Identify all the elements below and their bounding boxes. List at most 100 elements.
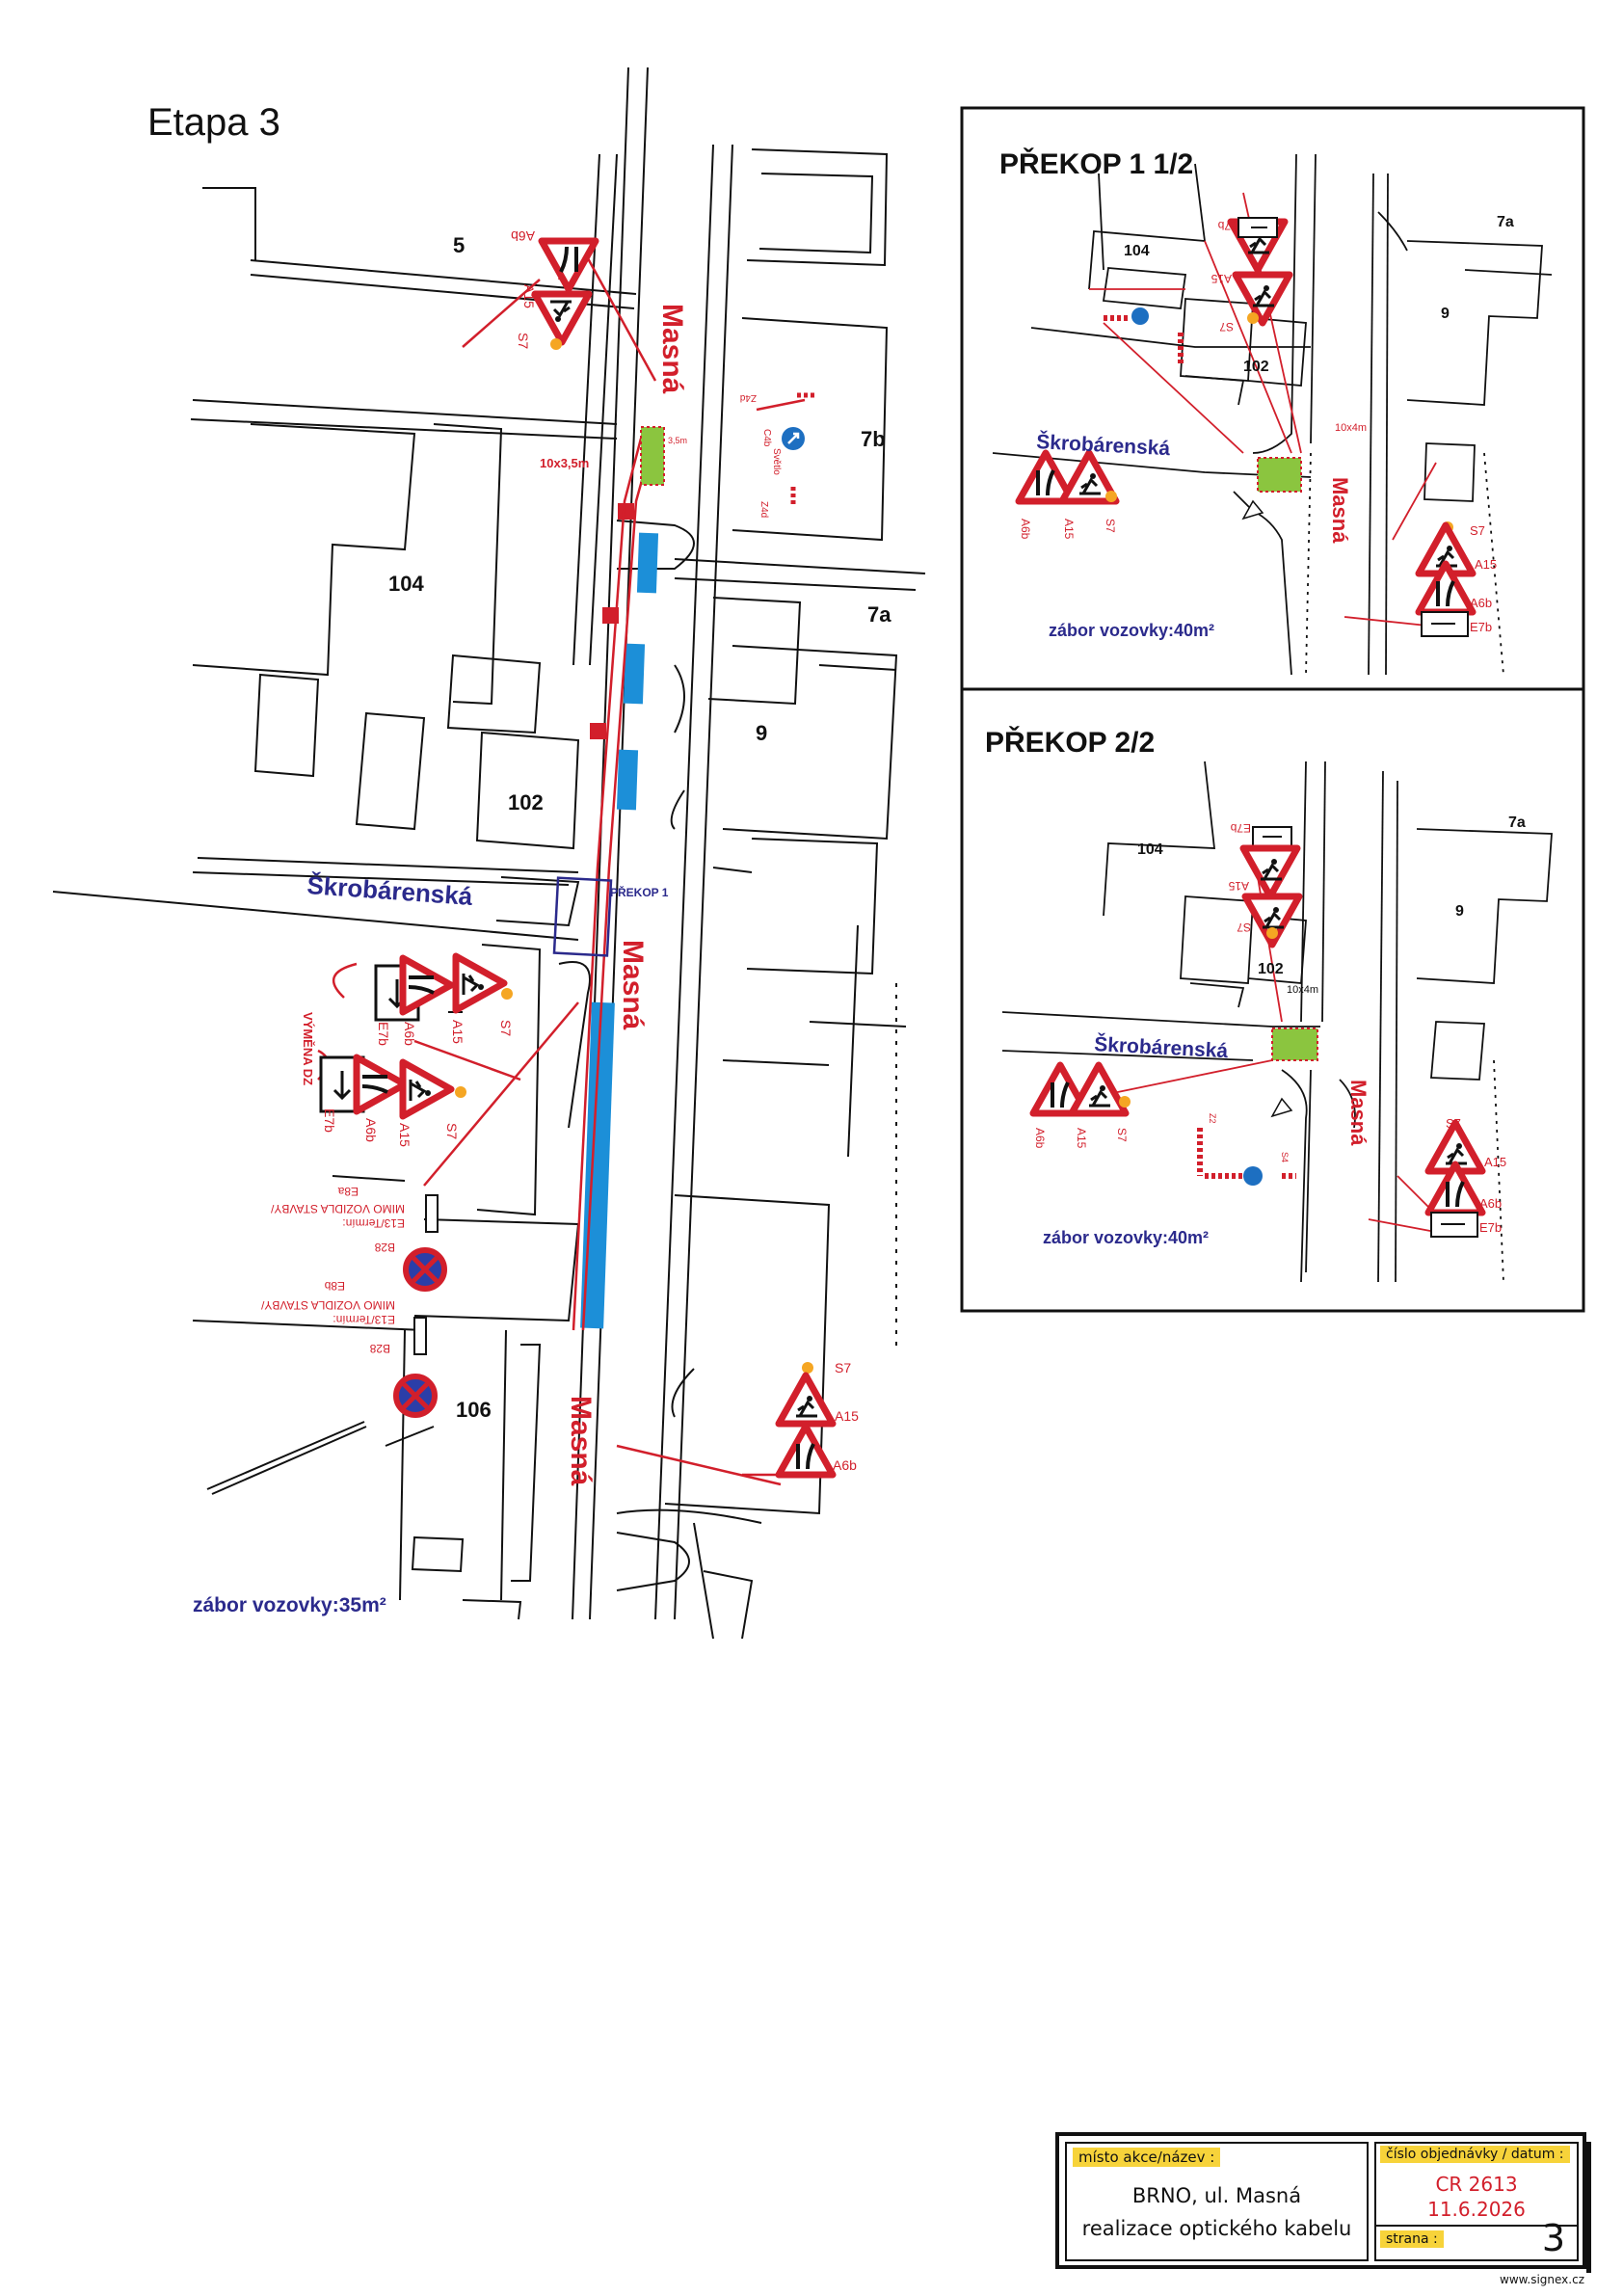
a15-sign-2	[403, 1062, 451, 1116]
sign-label-a15-1: A15	[450, 1020, 466, 1044]
inset2-building-104: 104	[1137, 841, 1163, 858]
building-5: 5	[453, 233, 465, 257]
sign-group-bottom	[779, 1362, 833, 1475]
base-map-lines	[52, 67, 926, 1640]
e13-text-2a: MIMO VOZIDLA STAVBY/	[260, 1298, 395, 1312]
street-masna-top: Masná	[656, 304, 688, 394]
sign-label-b28-1: B28	[374, 1241, 395, 1254]
inset1-label-e7b-r: E7b	[1470, 620, 1492, 634]
prekop1-box[interactable]	[552, 876, 613, 957]
inset2-label-s7-r: S7	[1446, 1116, 1461, 1131]
inset1-label-a15: A15	[1062, 519, 1076, 540]
sign-label-s7-top: S7	[516, 333, 531, 349]
sign-label-a6b-1: A6b	[402, 1022, 417, 1046]
a6b-sign-top	[542, 241, 596, 289]
street-skrobarenska: Škrobárenská	[306, 870, 474, 911]
place-label: místo akce/název :	[1073, 2148, 1221, 2167]
barriers	[590, 503, 634, 739]
sign-label-s7-1: S7	[498, 1020, 514, 1036]
c4b-sign	[782, 392, 814, 506]
s7-beacon-2	[455, 1086, 466, 1098]
inset2-occupation: zábor vozovky:40m²	[1043, 1228, 1209, 1247]
sign-label-b28-2: B28	[369, 1342, 390, 1355]
title-block: místo akce/název : BRNO, ul. Masná reali…	[1055, 2132, 1591, 2286]
inset2-street-masna: Masná	[1346, 1080, 1370, 1146]
inset2-building-7a: 7a	[1508, 814, 1526, 831]
sign-label-a15-2: A15	[397, 1123, 412, 1147]
sign-label-a6b-2: A6b	[363, 1118, 379, 1142]
inset1-label-s7: S7	[1104, 519, 1117, 533]
sign-group-top	[535, 241, 596, 350]
sign-label-svetlo: Světlo	[771, 448, 782, 475]
inset2-building-102: 102	[1258, 961, 1284, 977]
inset2-label-a15-r: A15	[1484, 1155, 1506, 1169]
page-label: strana :	[1380, 2230, 1444, 2248]
e8b-plate	[413, 1317, 427, 1355]
sign-label-e8a: E8a	[337, 1185, 359, 1198]
inset1-street-masna: Masná	[1328, 477, 1352, 544]
inset1-label-a15-r: A15	[1475, 557, 1497, 572]
prekop1-label: PŘEKOP 1	[610, 885, 669, 899]
inset1-occupation: zábor vozovky:40m²	[1049, 621, 1214, 640]
inset2-label-s7: S7	[1115, 1128, 1129, 1142]
a15-sign-top	[535, 294, 589, 342]
inset1-building-104: 104	[1124, 243, 1150, 259]
sign-label-a6b-top: A6b	[511, 228, 535, 244]
inset2-label-e7b-top: E7b	[1230, 821, 1251, 835]
sign-label-c4b: C4b	[761, 429, 772, 447]
inset2-dim: 10x4m	[1287, 984, 1318, 996]
building-106: 106	[456, 1398, 492, 1422]
a15-sign-bottom	[779, 1375, 833, 1424]
a15-sign-1	[456, 956, 504, 1010]
sign-label-e7b-2: E7b	[322, 1108, 337, 1133]
dim-small: 3,5m	[668, 436, 687, 445]
e13-text-2b: E13/Termín:	[333, 1313, 395, 1326]
inset2-label-a6b: A6b	[1033, 1128, 1047, 1149]
e7b-sign-2	[319, 1055, 365, 1113]
inset1-building-7a: 7a	[1497, 214, 1514, 230]
place-line2: realizace optického kabelu	[1081, 2217, 1352, 2240]
order-date: 11.6.2026	[1427, 2198, 1526, 2221]
inset2-label-s7-top: S7	[1237, 921, 1251, 934]
inset2-label-e7b-r: E7b	[1479, 1220, 1502, 1235]
inset1-label-s7-top: S7	[1219, 320, 1234, 334]
inset2-label-a6b-r: A6b	[1479, 1196, 1502, 1211]
inset1-label-a15-top: A15	[1211, 272, 1232, 285]
building-7a: 7a	[867, 602, 891, 627]
a6b-sign-1	[403, 958, 451, 1012]
page-number: 3	[1541, 2217, 1565, 2259]
b28-sign-2	[396, 1376, 435, 1415]
sign-label-z4d-b: Z4d	[758, 501, 769, 518]
stage-title: Etapa 3	[147, 101, 280, 144]
order-label: číslo objednávky / datum :	[1380, 2146, 1570, 2163]
sign-label-e8b: E8b	[324, 1279, 345, 1293]
inset1-label-a6b: A6b	[1019, 519, 1032, 540]
inset1-label-a6b-r: A6b	[1470, 596, 1492, 610]
building-9: 9	[756, 721, 767, 745]
inset2-label-s4: S4	[1280, 1152, 1290, 1162]
place-section: místo akce/název : BRNO, ul. Masná reali…	[1065, 2142, 1369, 2261]
inset2-building-9: 9	[1455, 903, 1464, 920]
sign-label-a15-top: A15	[521, 284, 537, 308]
dig-zone-main	[640, 426, 665, 486]
building-7b: 7b	[861, 427, 886, 451]
sign-label-s7-2: S7	[444, 1123, 460, 1139]
s7-beacon-bottom	[802, 1362, 813, 1374]
sign-label-s7-bottom: S7	[835, 1360, 851, 1375]
building-104: 104	[388, 572, 424, 596]
sign-label-a15-bottom: A15	[835, 1408, 859, 1424]
street-masna-mid: Masná	[617, 940, 649, 1030]
sign-group-middle	[319, 956, 513, 1116]
s7-beacon-1	[501, 988, 513, 1000]
sign-label-e7b-1: E7b	[376, 1022, 391, 1046]
vymena-dz: VÝMĚNA DZ	[301, 1012, 315, 1085]
inset1-label-s7-r: S7	[1470, 523, 1485, 538]
inset1-title: PŘEKOP 1 1/2	[999, 147, 1193, 180]
inset-prekop-1	[960, 106, 1585, 691]
inset1-building-9: 9	[1441, 306, 1450, 322]
e13-text-1b: E13/Termín:	[342, 1216, 405, 1230]
parking-areas	[580, 532, 659, 1329]
inset-prekop-2	[960, 687, 1585, 1313]
inset1-label-e7b-top: E7b	[1217, 219, 1238, 232]
